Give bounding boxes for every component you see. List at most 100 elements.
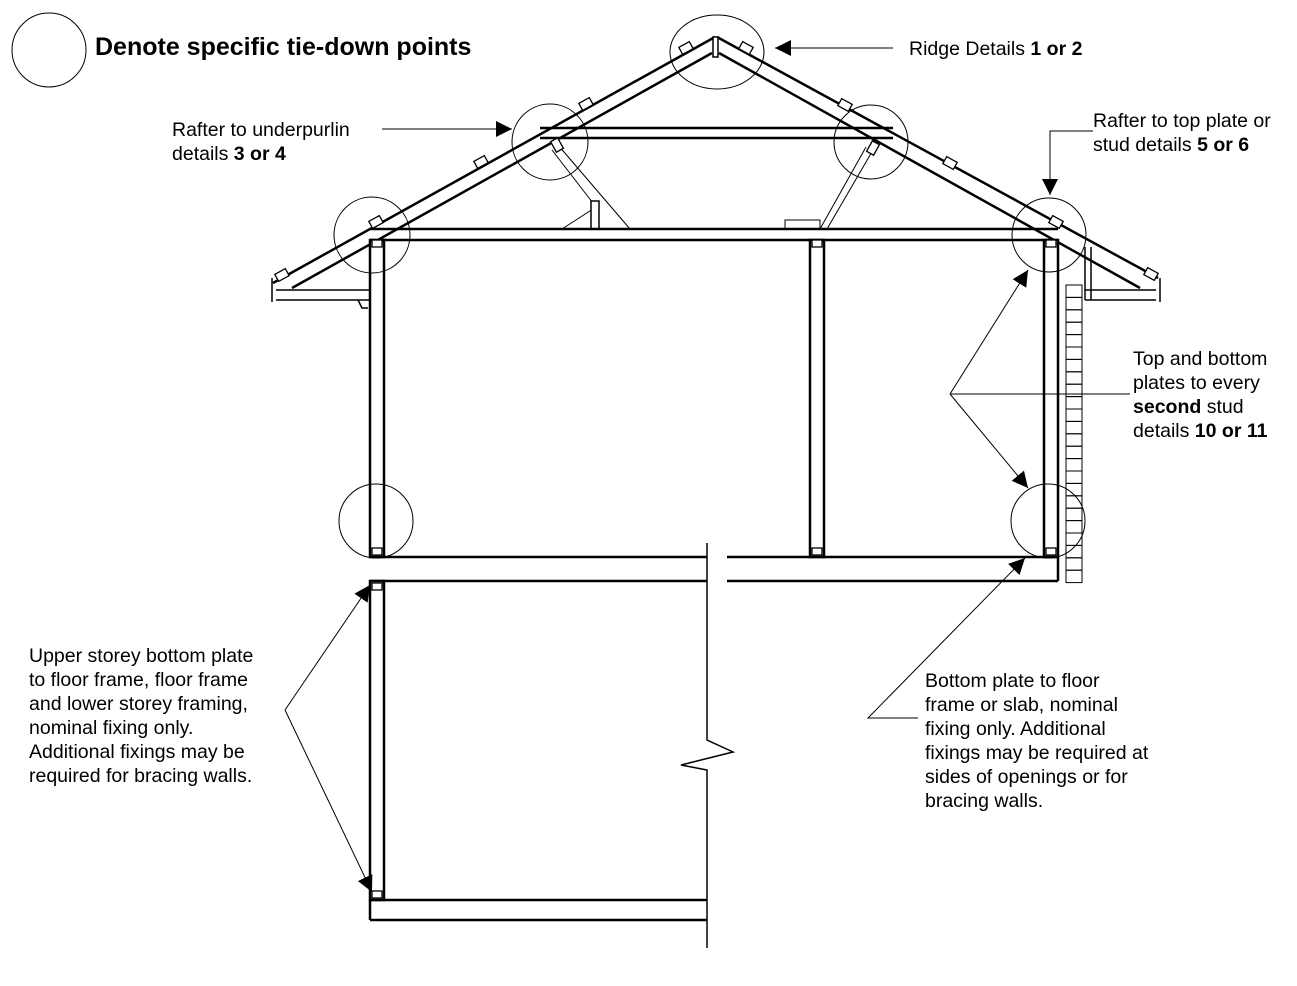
brick xyxy=(1065,408,1083,422)
batten xyxy=(1142,266,1160,282)
callout-text: Rafter to top plate or xyxy=(1093,110,1271,132)
collar-tie xyxy=(540,126,893,140)
callout-line: bracing walls. xyxy=(925,789,1148,813)
callout-line: Additional fixings may be xyxy=(29,740,253,764)
callout-text: nominal fixing only. xyxy=(29,717,194,739)
right-eave xyxy=(1084,247,1161,302)
callout-line: stud details 5 or 6 xyxy=(1093,133,1271,157)
callout-line: fixings may be required at xyxy=(925,741,1148,765)
brick xyxy=(1065,445,1083,460)
underpurlin-right-circle xyxy=(833,104,909,180)
bottom-plate-arrow xyxy=(866,557,1026,719)
plates-arrow-top xyxy=(949,269,1029,395)
batten xyxy=(549,136,565,154)
brick xyxy=(1065,569,1083,584)
batten-blocks xyxy=(273,40,1160,283)
break-line xyxy=(680,543,736,948)
callout-line: Rafter to top plate or xyxy=(1093,109,1271,133)
callout-text: Ridge Details xyxy=(909,38,1031,60)
leader-arrows xyxy=(284,40,1130,893)
left-rafter xyxy=(272,35,716,290)
brick xyxy=(1065,284,1083,298)
brick-cladding xyxy=(1065,284,1083,584)
callout-text: fixings may be required at xyxy=(925,742,1149,764)
upper-floor xyxy=(370,555,1060,583)
lower-floor xyxy=(368,898,707,922)
callout-line: Top and bottom xyxy=(1133,347,1267,371)
left-top-plate-circle xyxy=(333,196,411,274)
callout-line: Ridge Details 1 or 2 xyxy=(909,37,1082,61)
brick xyxy=(1065,334,1083,348)
ceiling-joist xyxy=(370,227,1058,242)
brick xyxy=(1065,396,1083,410)
detail-number: 5 or 6 xyxy=(1197,134,1250,156)
callout-text: sides of openings or for xyxy=(925,766,1128,788)
batten xyxy=(273,267,291,283)
left-upper-stud xyxy=(368,238,386,559)
batten xyxy=(836,97,854,113)
batten xyxy=(1047,214,1065,230)
ridge-board xyxy=(712,36,719,58)
brick xyxy=(1065,420,1083,435)
brick xyxy=(1065,358,1083,373)
right-upper-stud xyxy=(1042,238,1060,559)
left-bottom-plate-circle xyxy=(338,483,414,559)
legend-circle xyxy=(11,12,87,88)
framing xyxy=(271,35,1161,948)
right-top-plate-circle xyxy=(1011,197,1087,273)
callout-text: Upper storey bottom plate xyxy=(29,645,254,667)
callout-line: nominal fixing only. xyxy=(29,716,253,740)
callout-line: second stud xyxy=(1133,395,1267,419)
brick xyxy=(1065,296,1083,311)
upper-storey-arrow-top xyxy=(284,584,371,711)
detail-number: 1 or 2 xyxy=(1030,38,1083,60)
callout-text: fixing only. Additional xyxy=(925,718,1106,740)
brick xyxy=(1065,557,1083,571)
brick xyxy=(1065,371,1083,385)
callout-line: Upper storey bottom plate xyxy=(29,644,253,668)
callout-text: frame or slab, nominal xyxy=(925,694,1118,716)
batten xyxy=(737,40,755,56)
tie-down-circles xyxy=(11,12,1087,559)
nogging-blocks xyxy=(273,40,1160,899)
batten xyxy=(472,154,490,170)
callout-line: fixing only. Additional xyxy=(925,717,1148,741)
callout-text: to floor frame, floor frame xyxy=(29,669,248,691)
right-rafter xyxy=(716,35,1159,290)
plates-arrow-bottom xyxy=(949,393,1029,489)
callout-line: Rafter to underpurlin xyxy=(172,118,350,142)
brick xyxy=(1065,433,1083,447)
batten xyxy=(367,214,385,230)
callout-ridge: Ridge Details 1 or 2 xyxy=(909,37,1082,61)
callout-text: Bottom plate to floor xyxy=(925,670,1100,692)
brick xyxy=(1065,383,1083,398)
batten xyxy=(677,40,695,56)
brick xyxy=(1065,321,1083,336)
underpurlin-left-circle xyxy=(511,103,589,181)
callout-text: bracing walls. xyxy=(925,790,1044,812)
callout-text: Additional fixings may be xyxy=(29,741,245,763)
callout-line: Bottom plate to floor xyxy=(925,669,1148,693)
brick xyxy=(1065,309,1083,323)
callout-line: frame or slab, nominal xyxy=(925,693,1148,717)
batten xyxy=(941,155,959,171)
detail-number: 10 or 11 xyxy=(1194,420,1268,442)
right-strut xyxy=(819,146,874,230)
upper-storey-arrow-bottom xyxy=(284,709,373,893)
brick xyxy=(1065,470,1083,484)
callout-line: plates to every xyxy=(1133,371,1267,395)
callout-line: and lower storey framing, xyxy=(29,692,253,716)
brick xyxy=(1065,507,1083,522)
brick xyxy=(1065,520,1083,534)
callout-text: Top and bottom xyxy=(1133,348,1268,370)
legend-title: Denote specific tie-down points xyxy=(95,33,472,61)
callout-text: details xyxy=(1133,420,1195,442)
callout-text: stud details xyxy=(1093,134,1198,156)
detail-number: 3 or 4 xyxy=(233,143,286,165)
callout-text: and lower storey framing, xyxy=(29,693,248,715)
brick xyxy=(1065,346,1083,360)
